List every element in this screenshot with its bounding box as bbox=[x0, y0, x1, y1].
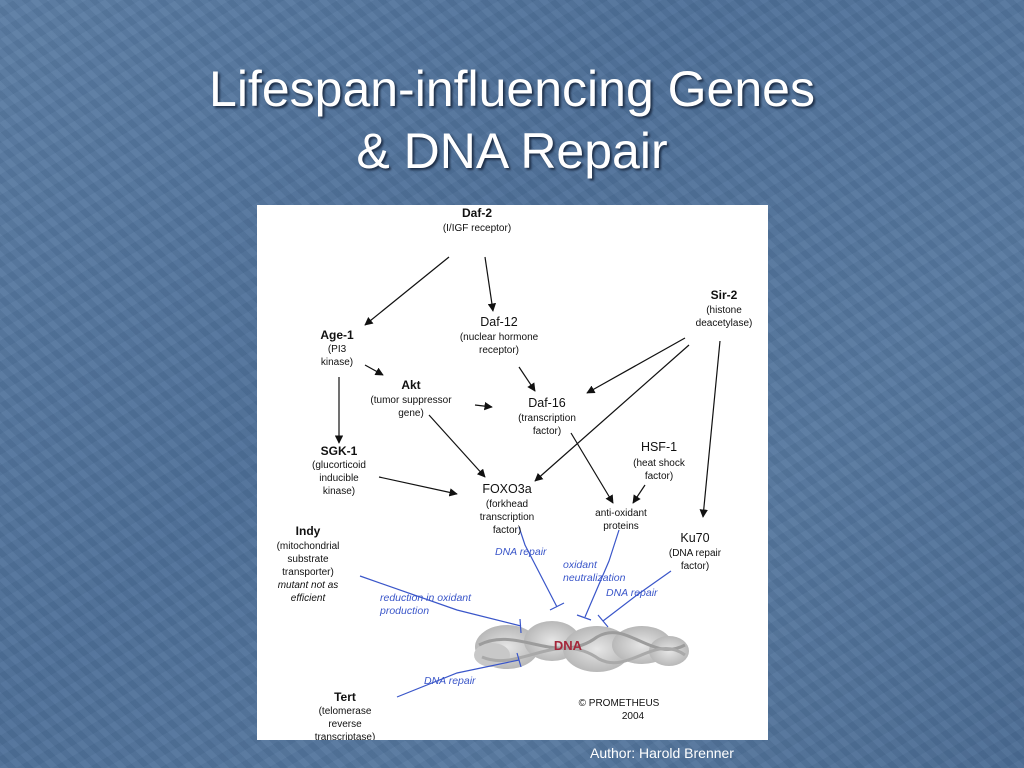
arrow-daf2-daf12 bbox=[484, 256, 497, 312]
effect-reduction-line2: production bbox=[379, 605, 429, 617]
line-antioxidant-dna bbox=[584, 529, 620, 618]
node-akt-name: Akt bbox=[401, 378, 420, 392]
effect-ku70-dna-repair: DNA repair bbox=[606, 587, 658, 599]
arrow-akt-daf16 bbox=[474, 401, 493, 411]
node-daf16-desc1: (transcription bbox=[518, 413, 576, 424]
effect-oxidant-line1: oxidant bbox=[563, 559, 598, 571]
node-sir2-desc1: (histone bbox=[706, 305, 742, 316]
node-sgk1-desc3: kinase) bbox=[323, 486, 355, 497]
node-tert-name: Tert bbox=[334, 690, 356, 704]
node-tert-desc2: reverse bbox=[328, 719, 362, 730]
node-indy-desc2: substrate bbox=[287, 554, 329, 565]
node-daf12-desc2: receptor) bbox=[479, 345, 519, 356]
node-ku70-name: Ku70 bbox=[680, 531, 709, 545]
copyright-line1: © PROMETHEUS bbox=[579, 698, 660, 709]
node-akt-desc2: gene) bbox=[398, 408, 424, 419]
node-indy-note1: mutant not as bbox=[278, 580, 339, 591]
node-foxo3a-desc3: factor) bbox=[493, 525, 521, 536]
arrow-sir2-foxo3a bbox=[534, 344, 690, 482]
line-indy-dna bbox=[359, 575, 522, 627]
effect-foxo-dna-repair: DNA repair bbox=[495, 546, 547, 558]
node-sgk1-desc2: inducible bbox=[319, 473, 359, 484]
node-foxo3a-desc1: (forkhead bbox=[486, 499, 528, 510]
arrow-age1-akt bbox=[364, 364, 384, 376]
author-credit: Author: Harold Brenner bbox=[590, 745, 734, 761]
node-age1-name: Age-1 bbox=[320, 328, 354, 342]
node-ku70-desc2: factor) bbox=[681, 561, 709, 572]
node-indy-name: Indy bbox=[296, 524, 321, 538]
arrow-hsf1-antioxidant bbox=[632, 484, 646, 504]
node-sgk1-desc1: (glucorticoid bbox=[312, 460, 366, 471]
node-foxo3a-desc2: transcription bbox=[480, 512, 534, 523]
pathway-diagram: Daf-2 (I/IGF receptor) Age-1 (PI3 kinase… bbox=[277, 206, 753, 740]
inhibition-lines bbox=[359, 526, 672, 698]
node-tert-desc3: transcriptase) bbox=[315, 732, 376, 740]
line-foxo-dna bbox=[518, 526, 558, 608]
dna-molecule-image bbox=[474, 621, 689, 672]
title-line-1: Lifespan-influencing Genes bbox=[209, 61, 815, 117]
node-akt-desc1: (tumor suppressor bbox=[370, 395, 452, 406]
slide-title: Lifespan-influencing Genes & DNA Repair bbox=[0, 58, 1024, 182]
node-foxo3a-name: FOXO3a bbox=[482, 482, 531, 496]
effect-tert-dna-repair: DNA repair bbox=[424, 675, 476, 687]
copyright-line2: 2004 bbox=[622, 711, 645, 722]
node-indy-note2: efficient bbox=[291, 593, 327, 604]
node-sir2-desc2: deacetylase) bbox=[696, 318, 753, 329]
node-daf12-desc1: (nuclear hormone bbox=[460, 332, 539, 343]
arrow-daf16-antioxidant bbox=[570, 432, 614, 504]
line-ku70-dna bbox=[602, 570, 672, 622]
arrow-daf2-age1 bbox=[364, 256, 450, 326]
node-indy-desc3: transporter) bbox=[282, 567, 334, 578]
activation-arrows bbox=[334, 256, 721, 518]
effect-oxidant-line2: neutralization bbox=[563, 572, 626, 584]
arrow-sir2-daf16 bbox=[586, 337, 686, 394]
arrow-sgk1-foxo3a bbox=[378, 476, 458, 497]
node-sir2-name: Sir-2 bbox=[711, 288, 738, 302]
node-daf2-name: Daf-2 bbox=[462, 206, 492, 220]
node-hsf1-desc1: (heat shock bbox=[633, 458, 686, 469]
node-antioxidant-line1: anti-oxidant bbox=[595, 508, 647, 519]
node-age1-desc1: (PI3 bbox=[328, 344, 347, 355]
node-daf12-name: Daf-12 bbox=[480, 315, 518, 329]
arrow-daf12-daf16 bbox=[518, 366, 536, 392]
node-sgk1-name: SGK-1 bbox=[321, 444, 358, 458]
node-tert-desc1: (telomerase bbox=[319, 706, 372, 717]
node-antioxidant-line2: proteins bbox=[603, 521, 639, 532]
node-hsf1-name: HSF-1 bbox=[641, 440, 677, 454]
node-hsf1-desc2: factor) bbox=[645, 471, 673, 482]
node-daf16-name: Daf-16 bbox=[528, 396, 566, 410]
effect-reduction-line1: reduction in oxidant bbox=[380, 592, 472, 604]
dna-label: DNA bbox=[554, 638, 583, 653]
arrow-sir2-ku70 bbox=[699, 340, 721, 518]
node-daf2-desc: (I/IGF receptor) bbox=[443, 223, 511, 234]
line-tert-dna bbox=[396, 659, 520, 698]
node-daf16-desc2: factor) bbox=[533, 426, 561, 437]
node-indy-desc1: (mitochondrial bbox=[277, 541, 340, 552]
node-age1-desc2: kinase) bbox=[321, 357, 353, 368]
title-line-2: & DNA Repair bbox=[356, 123, 668, 179]
pathway-figure: Daf-2 (I/IGF receptor) Age-1 (PI3 kinase… bbox=[257, 205, 768, 740]
arrow-akt-foxo3a bbox=[428, 414, 486, 478]
node-ku70-desc1: (DNA repair bbox=[669, 548, 722, 559]
